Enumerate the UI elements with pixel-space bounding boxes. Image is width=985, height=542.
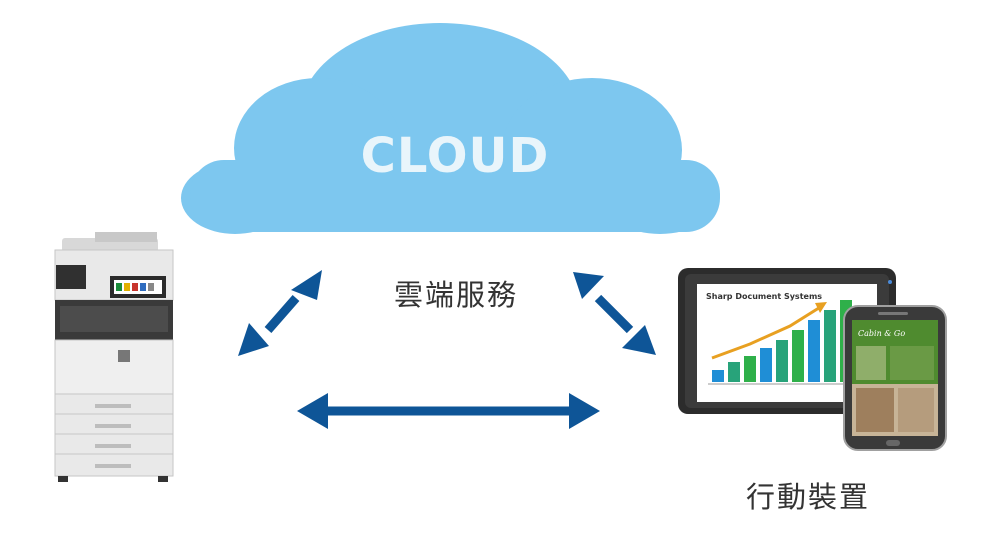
cloud-service-label: 雲端服務 <box>393 278 518 312</box>
smartphone-icon <box>843 305 947 451</box>
mobile-devices-label: 行動裝置 <box>745 480 870 514</box>
phone-screen-title: Cabin & Go <box>858 329 905 338</box>
arrow-printer-cloud <box>238 270 322 356</box>
cloud-shape <box>181 23 720 234</box>
printer-icon <box>54 232 174 482</box>
arrow-cloud-devices <box>573 272 656 355</box>
tablet-screen-title: Sharp Document Systems <box>706 292 822 301</box>
arrow-printer-devices <box>297 393 600 429</box>
cloud-label: CLOUD <box>360 128 550 184</box>
